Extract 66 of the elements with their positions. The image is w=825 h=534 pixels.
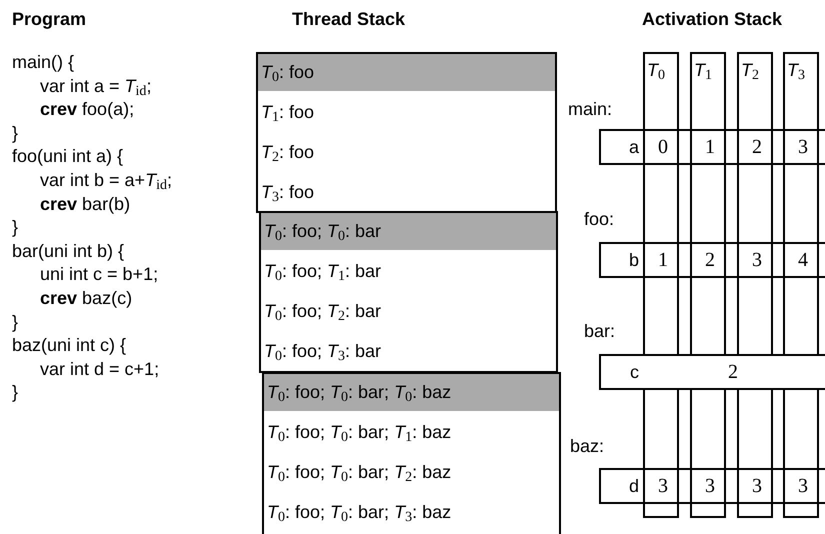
code-line: var int b = a+T$_{id}$; [40,169,172,191]
stack-entry: T$_{0}$: foo; T$_{0}$: bar; T$_{1}$: baz [264,414,559,451]
frame-name: main: [568,98,612,120]
stack-entry: T$_{1}$: foo [258,94,555,131]
variable-value: 3 [752,474,762,499]
variable-value: 3 [658,474,668,499]
code-line: crev baz(c) [40,287,132,309]
stack-frame [262,372,561,534]
column-heading: Program [12,8,86,30]
variable-value: 2 [705,248,715,273]
thread-column [643,52,679,518]
stack-entry: T$_{0}$: foo; T$_{0}$: bar; T$_{2}$: baz [264,454,559,491]
variable-value: 3 [798,474,808,499]
stack-frame [256,52,557,213]
variable-value: 3 [705,474,715,499]
variable-name: a [628,136,639,159]
thread-label: T$_{3}$ [787,60,805,81]
stack-entry: T$_{0}$: foo; T$_{0}$: bar; T$_{3}$: baz [264,494,559,531]
frame-name: baz: [570,435,604,457]
code-line: } [12,216,18,238]
code-line: } [12,310,18,333]
variable-value: 2 [728,360,738,385]
code-line: var int d = c+1; [40,358,160,380]
code-line: foo(uni int a) { [12,145,124,168]
variable-row [599,129,825,165]
thread-column [737,52,773,518]
variable-value: 2 [752,135,762,160]
stack-entry: T$_{0}$: foo; T$_{0}$: bar [261,213,556,250]
variable-name: d [628,475,639,498]
thread-column [690,52,726,518]
code-line: crev bar(b) [40,192,130,215]
stack-entry: T$_{3}$: foo [258,174,555,211]
column-heading: Thread Stack [292,8,406,30]
stack-entry: T$_{0}$: foo; T$_{3}$: bar [261,333,556,370]
variable-value: 0 [658,135,668,160]
code-line: } [12,381,18,404]
stack-frame [259,211,558,373]
stack-entry: T$_{0}$: foo [258,54,555,91]
stack-entry: T$_{0}$: foo; T$_{1}$: bar [261,253,556,290]
thread-label: T$_{1}$ [694,60,712,81]
variable-row [599,468,825,504]
stack-entry: T$_{2}$: foo [258,134,555,171]
thread-label: T$_{0}$ [647,60,665,81]
code-line: var int a = T$_{id}$; [40,74,152,97]
variable-value: 3 [798,135,808,160]
code-line: crev foo(a); [40,98,134,120]
frame-name: bar: [584,320,616,342]
variable-name: b [628,249,639,272]
variable-value: 1 [658,248,668,273]
variable-value: 1 [705,135,715,160]
frame-name: foo: [584,208,614,230]
column-heading: Activation Stack [642,8,782,30]
thread-label: T$_{2}$ [741,60,759,81]
variable-value: 3 [752,248,762,273]
variable-row [599,242,825,278]
variable-value: 4 [798,248,808,273]
variable-row [599,354,825,390]
code-line: baz(uni int c) { [12,334,126,356]
variable-name: c [630,361,639,384]
code-line: main() { [12,51,74,73]
thread-column [783,52,819,518]
code-line: uni int c = b+1; [40,263,158,286]
stack-entry: T$_{0}$: foo; T$_{2}$: bar [261,293,556,330]
stack-entry: T$_{0}$: foo; T$_{0}$: bar; T$_{0}$: baz [264,374,559,411]
code-line: } [12,122,18,144]
code-line: bar(uni int b) { [12,240,124,262]
